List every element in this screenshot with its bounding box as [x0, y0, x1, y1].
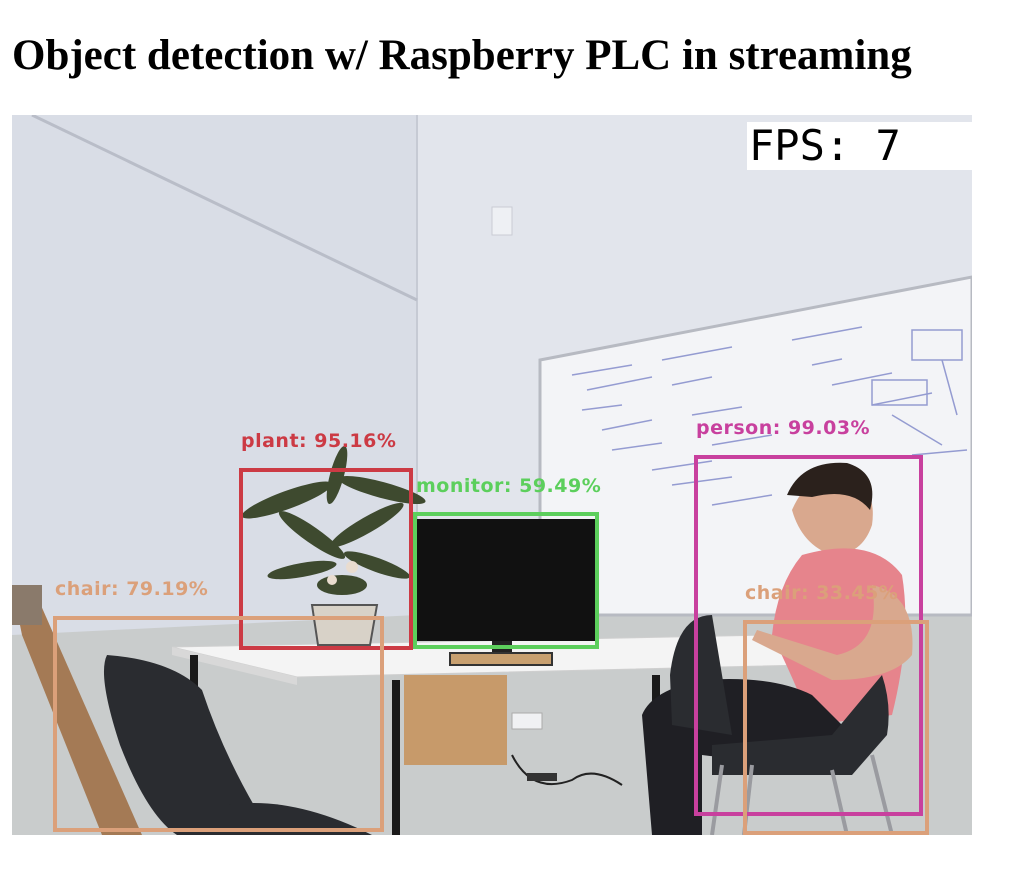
- bbox-monitor-label: monitor: 59.49%: [416, 475, 602, 497]
- monitor-screen: [417, 519, 597, 641]
- monitor-base: [449, 652, 553, 666]
- bbox-chair-left-label: chair: 79.19%: [55, 578, 209, 600]
- fps-readout: FPS: 7: [747, 122, 972, 170]
- wall-edge: [31, 115, 418, 302]
- bbox-plant-label: plant: 95.16%: [241, 430, 397, 452]
- cardboard: [404, 675, 507, 765]
- fps-label: FPS:: [749, 121, 851, 170]
- bbox-monitor: [413, 512, 599, 649]
- page-title: Object detection w/ Raspberry PLC in str…: [12, 32, 912, 79]
- person-torso: [772, 548, 906, 725]
- bbox-chair-right: [743, 620, 929, 835]
- camera-frame: [12, 115, 972, 835]
- plant-pot: [310, 604, 379, 646]
- left-wall: [12, 115, 417, 635]
- table-edge: [172, 647, 297, 685]
- bbox-chair-right-label: chair: 33.45%: [745, 582, 899, 604]
- person-arm: [752, 585, 913, 680]
- video-stream: FPS: 7 plant: 95.16% monitor: 59.49% per…: [12, 115, 972, 835]
- bbox-person-label: person: 99.03%: [696, 417, 871, 439]
- bbox-person: [694, 455, 923, 816]
- table-leg-mid: [392, 680, 400, 835]
- wall-switch: [491, 206, 513, 236]
- bbox-plant: [239, 468, 413, 650]
- chair-left-shape: [103, 655, 272, 835]
- wall-socket: [511, 712, 543, 730]
- fps-box: FPS: 7: [747, 122, 972, 170]
- fps-value: 7: [875, 121, 901, 170]
- chair-right-shape: [670, 615, 732, 735]
- bbox-chair-left: [53, 616, 384, 832]
